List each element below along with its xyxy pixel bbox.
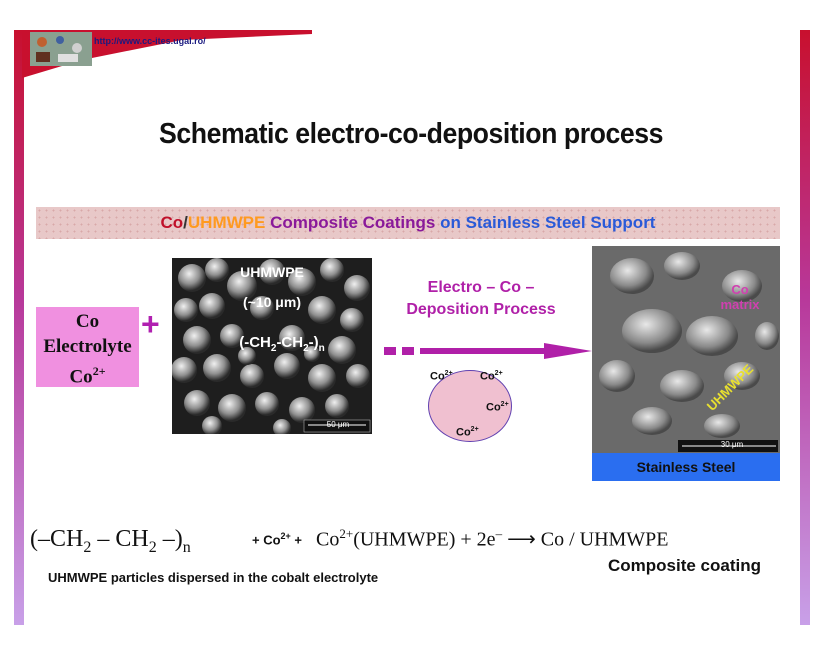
subtitle-support: on Stainless Steel Support	[435, 213, 656, 232]
coating-surface-texture	[592, 246, 780, 454]
process-line1: Electro – Co –	[427, 279, 535, 296]
header-url[interactable]: http://www.cc-ites.ugal.ro/	[94, 36, 206, 46]
scale-bar-left: 50 μm	[326, 420, 350, 429]
subtitle-text: Co/UHMWPE Composite Coatings on Stainles…	[36, 207, 780, 239]
co-ion-2: Co2+	[480, 370, 503, 383]
uhmwpe-label: UHMWPE	[240, 264, 304, 280]
co-electrolyte-box: Co Electrolyte Co2+	[36, 307, 139, 387]
dispersion-caption: UHMWPE particles dispersed in the cobalt…	[48, 570, 379, 585]
deposition-reaction: Co2+(UHMWPE) + 2e– ⟶ Co / UHMWPE	[316, 526, 669, 551]
header-banner	[22, 30, 312, 78]
right-border-bar	[800, 30, 810, 625]
slide-title: Schematic electro-co-deposition process	[159, 118, 663, 150]
subtitle-composite: Composite Coatings	[265, 213, 436, 232]
process-arrow	[384, 343, 592, 359]
coating-sem-image: Co matrix UHMWPE 30 μm	[592, 246, 780, 454]
electrolyte-line1: Co	[75, 311, 100, 332]
subtitle-co: Co	[160, 213, 184, 232]
co-matrix-label: Co matrix	[720, 282, 760, 312]
co-ion-circle	[428, 370, 512, 442]
polyethylene-formula: (-CH2-CH2-)n	[239, 334, 325, 354]
co-ion-1: Co2+	[430, 370, 453, 383]
subtitle-uhmwpe: UHMWPE	[187, 213, 266, 232]
polyethylene-equation-formula: (–CH2 – CH2 –)n	[30, 526, 191, 556]
left-border-bar	[14, 30, 24, 625]
stainless-steel-label: Stainless Steel	[592, 453, 780, 481]
process-line2: Deposition Process	[406, 301, 556, 318]
subtitle-strip: Co/UHMWPE Composite Coatings on Stainles…	[36, 207, 780, 239]
composite-coating-label: Composite coating	[608, 556, 762, 575]
particle-size-label: (~10 μm)	[243, 294, 301, 310]
uhmwpe-sem-image: UHMWPE (~10 μm) (-CH2-CH2-)n 50 μm	[172, 258, 372, 434]
electrolyte-line3: Co2+	[69, 364, 106, 388]
co-ion-3: Co2+	[486, 401, 509, 414]
co-ion-4: Co2+	[456, 426, 479, 439]
subtitle-slash: /	[183, 213, 188, 232]
process-label: Electro – Co – Deposition Process	[386, 277, 576, 321]
plus-sign: +	[141, 306, 160, 342]
plus-co-ion: + Co2+ +	[252, 531, 303, 548]
electrolyte-line2: Electrolyte	[43, 336, 132, 357]
scale-bar-right: 30 μm	[720, 440, 744, 449]
uhmwpe-particles-texture	[172, 258, 371, 434]
